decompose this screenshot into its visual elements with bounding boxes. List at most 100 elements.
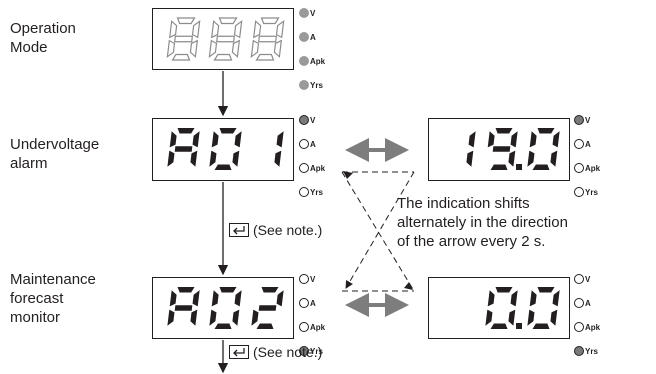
display-segment <box>466 150 474 167</box>
display-segment <box>177 287 195 293</box>
display-segment <box>537 128 555 134</box>
yrs-indicator: Yrs <box>299 73 325 97</box>
display-segment <box>177 128 195 134</box>
see-note-2: (See note.) <box>229 344 322 360</box>
shift-info-text: The indication shifts alternately in the… <box>397 194 568 251</box>
display-segment <box>211 131 219 148</box>
indicator-led-icon <box>299 322 309 332</box>
apk-indicator: Apk <box>574 156 600 180</box>
display-segment <box>232 309 240 326</box>
indicator-label: Apk <box>310 322 326 332</box>
undervoltage-alarm-label: Undervoltage alarm <box>10 136 100 172</box>
operation-mode-display <box>152 8 294 70</box>
a-indicator: A <box>574 291 600 315</box>
display-segment <box>231 39 241 58</box>
display-segment <box>274 150 282 167</box>
display-segment <box>260 17 280 25</box>
display-segment <box>276 290 284 307</box>
indicator-led-icon <box>299 56 309 66</box>
apk-indicator: Apk <box>299 49 325 73</box>
seven-segment-readout <box>166 17 285 61</box>
indicator-led-icon <box>574 298 584 308</box>
indicator-label: V <box>310 8 316 18</box>
info-line: alternately in the direction <box>397 214 568 231</box>
apk-indicator: Apk <box>299 156 325 180</box>
yrs-indicator: Yrs <box>299 339 325 363</box>
indicator-led-icon <box>299 115 309 125</box>
v-indicator: V <box>299 267 325 291</box>
display-segment <box>510 131 518 148</box>
indicator-label: A <box>310 139 316 149</box>
a-indicator: A <box>299 291 325 315</box>
display-segment <box>529 131 537 148</box>
info-line: of the arrow every 2 s. <box>397 233 546 250</box>
indicator-label: V <box>310 274 316 284</box>
display-segment <box>252 20 262 39</box>
see-note-text: (See note.) <box>253 222 323 238</box>
seven-segment-readout <box>167 128 284 170</box>
display-segment <box>233 20 243 39</box>
display-segment <box>275 20 285 39</box>
maintenance-forecast-label: Maintenance forecast monitor <box>10 271 96 326</box>
operation-mode-label: Operation Mode <box>10 20 76 56</box>
maintenance-forecast-display <box>152 277 294 339</box>
display-segment <box>537 287 555 293</box>
display-segment <box>210 20 220 39</box>
display-segment <box>232 150 240 167</box>
display-segment <box>192 290 200 307</box>
indicator-label: V <box>585 115 591 125</box>
display-segment <box>508 150 516 167</box>
display-segment <box>209 309 217 326</box>
display-segment <box>550 309 558 326</box>
display-segment <box>495 128 513 134</box>
undervoltage-alarm-display <box>152 118 294 181</box>
seven-segment-readout <box>167 287 284 329</box>
display-segment <box>532 323 550 329</box>
info-line: The indication shifts <box>397 195 530 212</box>
display-segment <box>276 131 284 148</box>
display-segment <box>529 290 537 307</box>
display-segment <box>532 164 550 170</box>
v-indicator: V <box>574 108 600 132</box>
display-segment <box>261 287 279 293</box>
indicator-label: Apk <box>585 163 601 173</box>
indicator-led-icon <box>299 80 309 90</box>
v-indicator: V <box>299 1 325 25</box>
v-indicator: V <box>574 267 600 291</box>
display-segment <box>190 309 198 326</box>
indicator-led-icon <box>574 115 584 125</box>
indicator-led-icon <box>299 163 309 173</box>
apk-indicator: Apk <box>299 315 325 339</box>
a-indicator: A <box>574 132 600 156</box>
display-segment <box>218 17 238 25</box>
indicator-label: Yrs <box>585 187 598 197</box>
seven-segment-readout <box>466 128 560 170</box>
decimal-point <box>516 323 522 329</box>
indicator-led-icon <box>299 8 309 18</box>
display-segment <box>213 53 233 61</box>
display-segment <box>167 150 175 167</box>
yrs-indicator: Yrs <box>299 180 325 204</box>
indicator-led-icon <box>574 274 584 284</box>
display-segment <box>234 131 242 148</box>
display-segment <box>189 39 199 58</box>
display-segment <box>174 35 194 43</box>
display-segment <box>214 164 232 170</box>
display-segment <box>192 131 200 148</box>
display-segment <box>255 53 275 61</box>
decimal-point <box>516 164 522 170</box>
v-indicator: V <box>299 108 325 132</box>
display-segment <box>166 39 176 58</box>
indicator-label: Apk <box>585 322 601 332</box>
see-note-text: (See note.) <box>253 344 323 360</box>
indicator-label: Yrs <box>310 346 323 356</box>
display-segment <box>169 290 177 307</box>
seven-segment-readout <box>485 287 560 329</box>
display-segment <box>256 323 274 329</box>
indicator-label: Yrs <box>585 346 598 356</box>
display-segment <box>258 35 278 43</box>
display-segment <box>190 150 198 167</box>
